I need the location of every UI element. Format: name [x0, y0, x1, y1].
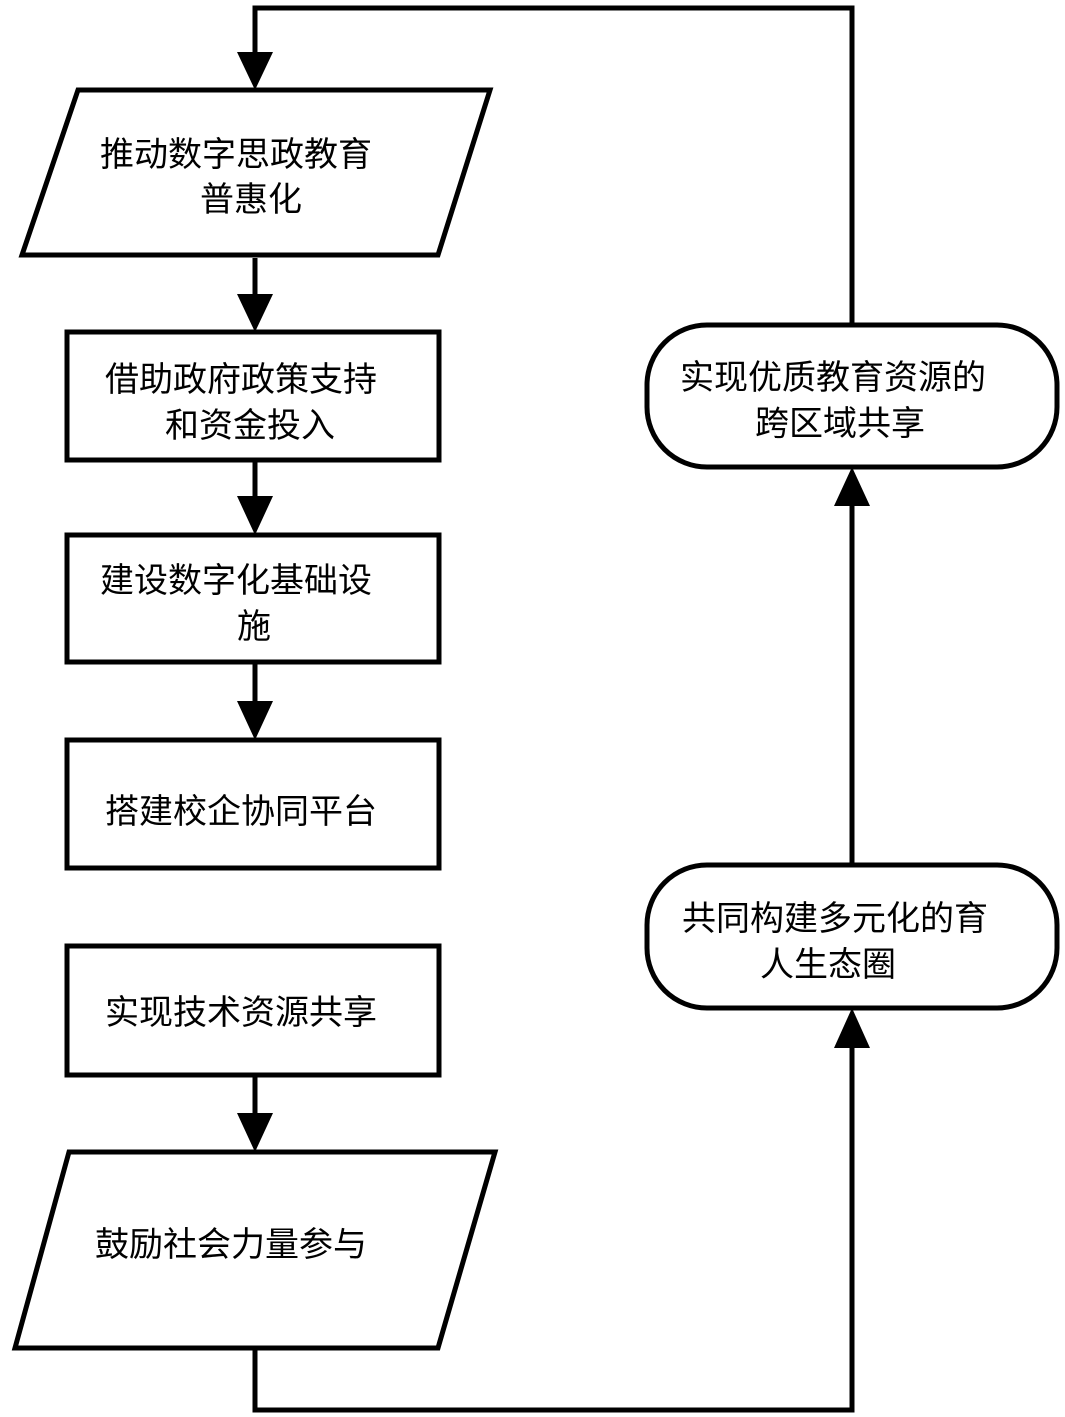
node-line: 推动数字思政教育 [100, 135, 372, 175]
node-promote-inclusive-education: 推动数字思政教育 普惠化 [18, 87, 494, 258]
node-line: 共同构建多元化的育 [682, 899, 988, 939]
node-line: 鼓励社会力量参与 [95, 1225, 367, 1265]
node-line: 跨区域共享 [755, 404, 925, 444]
node-line: 建设数字化基础设 [100, 561, 372, 601]
node-line: 人生态圈 [760, 945, 896, 985]
node-line: 普惠化 [200, 180, 302, 220]
node-line: 借助政府政策支持 [105, 360, 377, 400]
node-line: 和资金投入 [165, 406, 335, 446]
node-line: 施 [237, 607, 271, 647]
arrow-into-n3 [237, 496, 273, 535]
node-cross-region-sharing: 实现优质教育资源的 跨区域共享 [644, 322, 1060, 470]
arrow-into-n4 [237, 701, 273, 740]
node-tech-resource-sharing: 实现技术资源共享 [64, 943, 442, 1078]
node-school-enterprise-platform: 搭建校企协同平台 [64, 737, 442, 871]
arrow-into-n8 [834, 467, 870, 506]
node-line: 搭建校企协同平台 [105, 792, 377, 832]
node-education-ecosystem: 共同构建多元化的育 人生态圈 [644, 862, 1060, 1011]
node-social-participation: 鼓励社会力量参与 [11, 1149, 499, 1351]
node-government-support: 借助政府政策支持 和资金投入 [64, 329, 442, 463]
node-digital-infrastructure: 建设数字化基础设 施 [64, 532, 442, 665]
connectors [237, 5, 870, 1413]
arrow-into-n6 [237, 1113, 273, 1152]
node-line: 实现优质教育资源的 [680, 358, 986, 398]
node-line: 实现技术资源共享 [105, 993, 377, 1033]
loop-bottom-connector [252, 1045, 855, 1413]
loop-top-connector [252, 5, 855, 325]
arrow-into-n7 [834, 1008, 870, 1048]
arrow-into-n2 [237, 294, 273, 332]
arrow-into-n1 [237, 52, 273, 90]
